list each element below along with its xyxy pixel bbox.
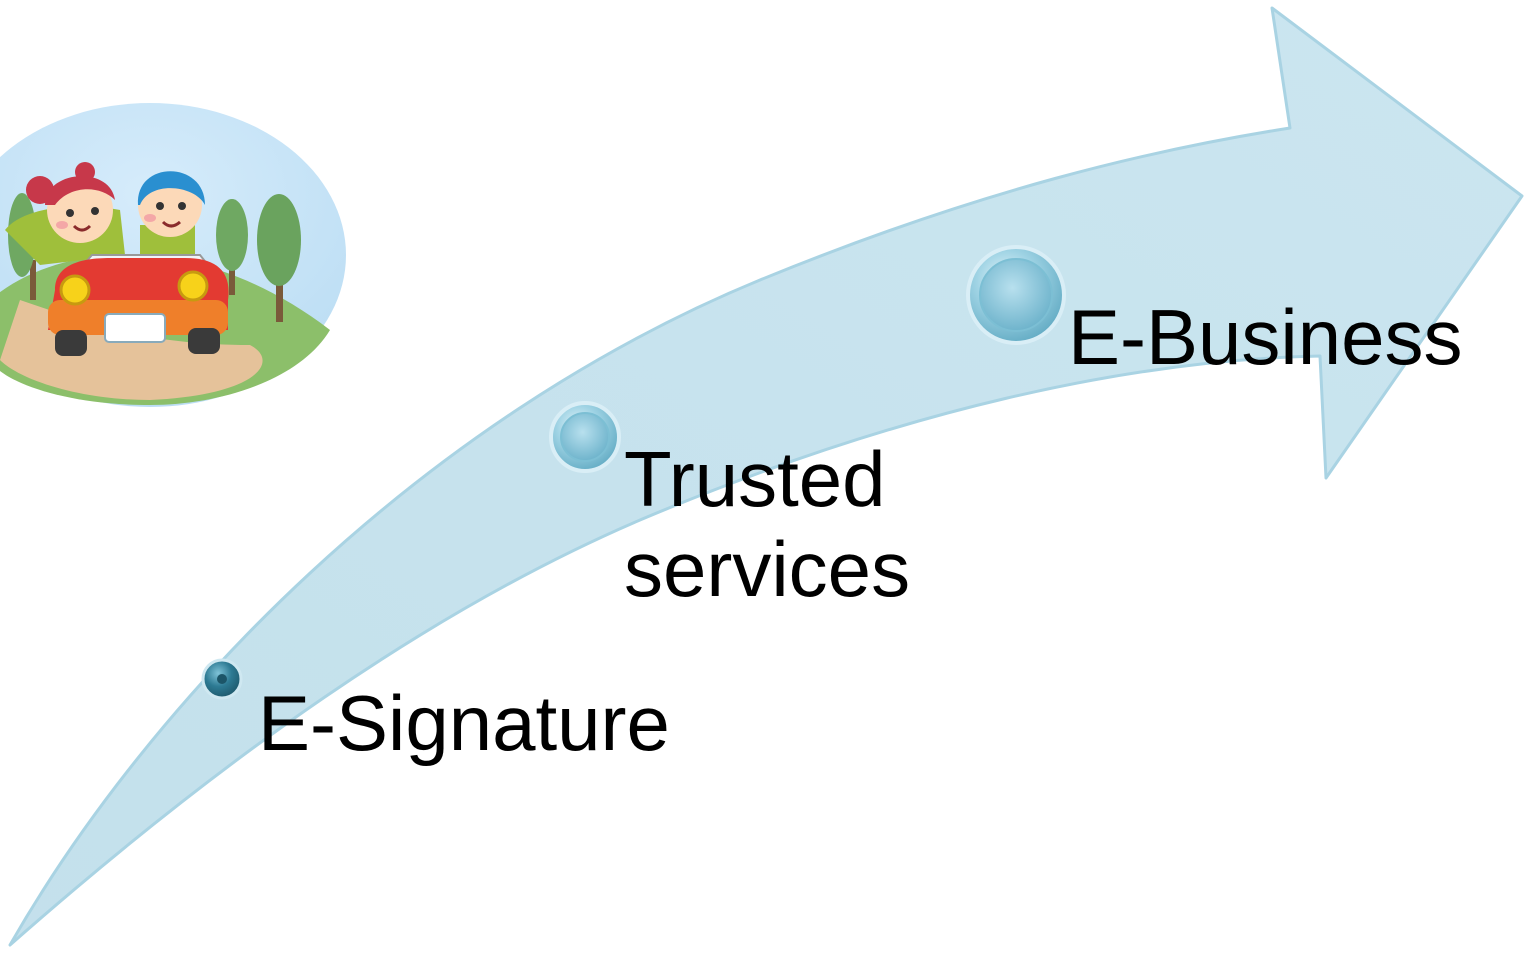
step-label-trusted-line1: Trusted <box>624 435 886 523</box>
step-label-e-business: E-Business <box>1068 293 1463 381</box>
node-trusted-services <box>549 401 621 473</box>
node-e-business <box>966 245 1066 345</box>
step-label-trusted-line2: services <box>624 525 911 613</box>
progress-arrow <box>8 6 1524 947</box>
boy-figure <box>137 171 205 255</box>
red-car <box>48 254 229 356</box>
girl-figure <box>5 162 125 265</box>
node-e-signature <box>201 658 243 700</box>
kids-in-car-illustration <box>0 103 346 407</box>
tree-icon <box>216 199 248 295</box>
step-label-trusted-services: Trusted services <box>624 440 910 608</box>
step-label-e-signature: E-Signature <box>258 679 670 767</box>
tree-icon <box>257 194 301 322</box>
